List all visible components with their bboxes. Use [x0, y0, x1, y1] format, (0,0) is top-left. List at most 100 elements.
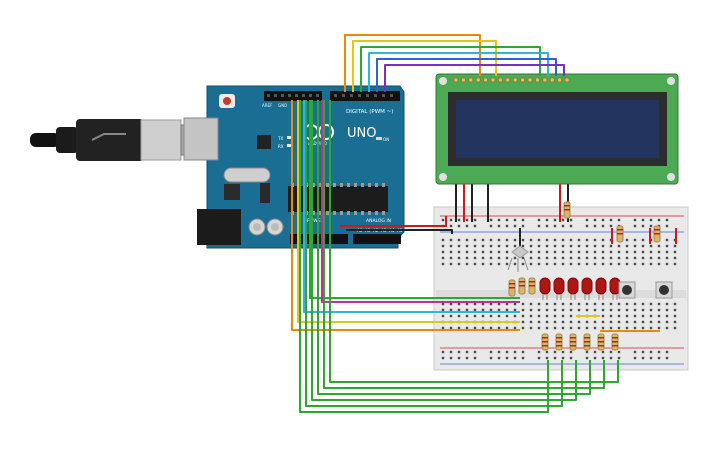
breadboard-hole — [537, 302, 541, 306]
rail-hole — [665, 356, 669, 360]
breadboard-hole — [441, 326, 445, 330]
rail-hole — [497, 350, 501, 354]
rail-hole — [473, 350, 477, 354]
rail-hole — [513, 218, 517, 222]
rail-hole — [441, 356, 445, 360]
rail-hole — [513, 356, 517, 360]
breadboard-hole — [657, 320, 661, 324]
rail-hole — [649, 224, 653, 228]
breadboard-hole — [593, 250, 597, 254]
breadboard-hole — [641, 244, 645, 248]
breadboard-hole — [473, 308, 477, 312]
breadboard-hole — [657, 250, 661, 254]
rail-hole — [617, 356, 621, 360]
breadboard-hole — [609, 302, 613, 306]
rail-hole — [441, 218, 445, 222]
breadboard-hole — [545, 302, 549, 306]
breadboard-hole — [537, 314, 541, 318]
wire-yellow-bb — [297, 100, 520, 323]
breadboard-hole — [641, 320, 645, 324]
rail-hole — [569, 350, 573, 354]
rail-hole — [537, 356, 541, 360]
wire-purple-lcd — [384, 64, 565, 92]
breadboard-hole — [449, 244, 453, 248]
breadboard-hole — [481, 326, 485, 330]
lcd-pin — [460, 77, 467, 83]
breadboard-hole — [593, 238, 597, 242]
breadboard-hole — [553, 256, 557, 260]
rail-hole — [609, 356, 613, 360]
led-resistor-row — [541, 333, 619, 351]
uno-label: UNO — [347, 126, 376, 141]
usb-port — [183, 117, 219, 161]
breadboard-hole — [625, 308, 629, 312]
breadboard-hole — [577, 326, 581, 330]
breadboard-hole — [473, 250, 477, 254]
aref-label: AREF — [262, 103, 273, 108]
wire-gnd — [346, 229, 453, 234]
breadboard-hole — [561, 314, 565, 318]
rail-hole — [545, 350, 549, 354]
breadboard-hole — [481, 250, 485, 254]
breadboard-hole — [577, 244, 581, 248]
breadboard-hole — [497, 256, 501, 260]
breadboard-hole — [465, 250, 469, 254]
breadboard-hole — [441, 244, 445, 248]
breadboard-hole — [649, 320, 653, 324]
breadboard-hole — [497, 302, 501, 306]
breadboard-hole — [529, 308, 533, 312]
rail-hole — [537, 350, 541, 354]
resistor-led-2 — [555, 333, 563, 351]
breadboard-hole — [625, 250, 629, 254]
breadboard-hole — [577, 262, 581, 266]
breadboard-hole — [569, 244, 573, 248]
breadboard-hole — [481, 314, 485, 318]
rail-hole — [657, 218, 661, 222]
rail-hole — [593, 350, 597, 354]
lcd-pin — [556, 77, 563, 83]
breadboard-hole — [593, 320, 597, 324]
breadboard-hole — [625, 314, 629, 318]
breadboard-hole — [577, 320, 581, 324]
breadboard-hole — [625, 244, 629, 248]
breadboard-hole — [609, 326, 613, 330]
rail-hole — [585, 224, 589, 228]
breadboard-hole — [497, 238, 501, 242]
breadboard-hole — [593, 244, 597, 248]
lcd-pin — [505, 77, 511, 83]
breadboard-hole — [657, 256, 661, 260]
rail-hole — [601, 356, 605, 360]
breadboard-hole — [593, 326, 597, 330]
breadboard-hole — [537, 326, 541, 330]
rgb-led — [507, 245, 529, 272]
breadboard-hole — [649, 308, 653, 312]
breadboard-hole — [641, 256, 645, 260]
breadboard-hole — [489, 244, 493, 248]
breadboard-hole — [521, 256, 525, 260]
breadboard-hole — [537, 320, 541, 324]
led-red-2 — [553, 277, 565, 300]
rail-hole — [545, 218, 549, 222]
breadboard-hole — [617, 308, 621, 312]
led-red-5 — [595, 277, 607, 300]
wire-orange-bb — [291, 100, 520, 331]
breadboard-hole — [441, 314, 445, 318]
breadboard-hole — [601, 244, 605, 248]
breadboard-hole — [617, 314, 621, 318]
breadboard-hole — [625, 256, 629, 260]
breadboard-hole — [521, 308, 525, 312]
rail-hole — [561, 350, 565, 354]
rail-hole — [457, 224, 461, 228]
breadboard-hole — [665, 314, 669, 318]
rail-hole — [633, 350, 637, 354]
breadboard-hole — [481, 238, 485, 242]
breadboard-hole — [545, 314, 549, 318]
wire-green-led1 — [299, 100, 549, 413]
breadboard-hole — [665, 238, 669, 242]
resistor-led-6 — [611, 333, 619, 351]
breadboard-hole — [561, 326, 565, 330]
wires — [291, 34, 677, 413]
rail-hole — [497, 224, 501, 228]
breadboard-hole — [481, 256, 485, 260]
